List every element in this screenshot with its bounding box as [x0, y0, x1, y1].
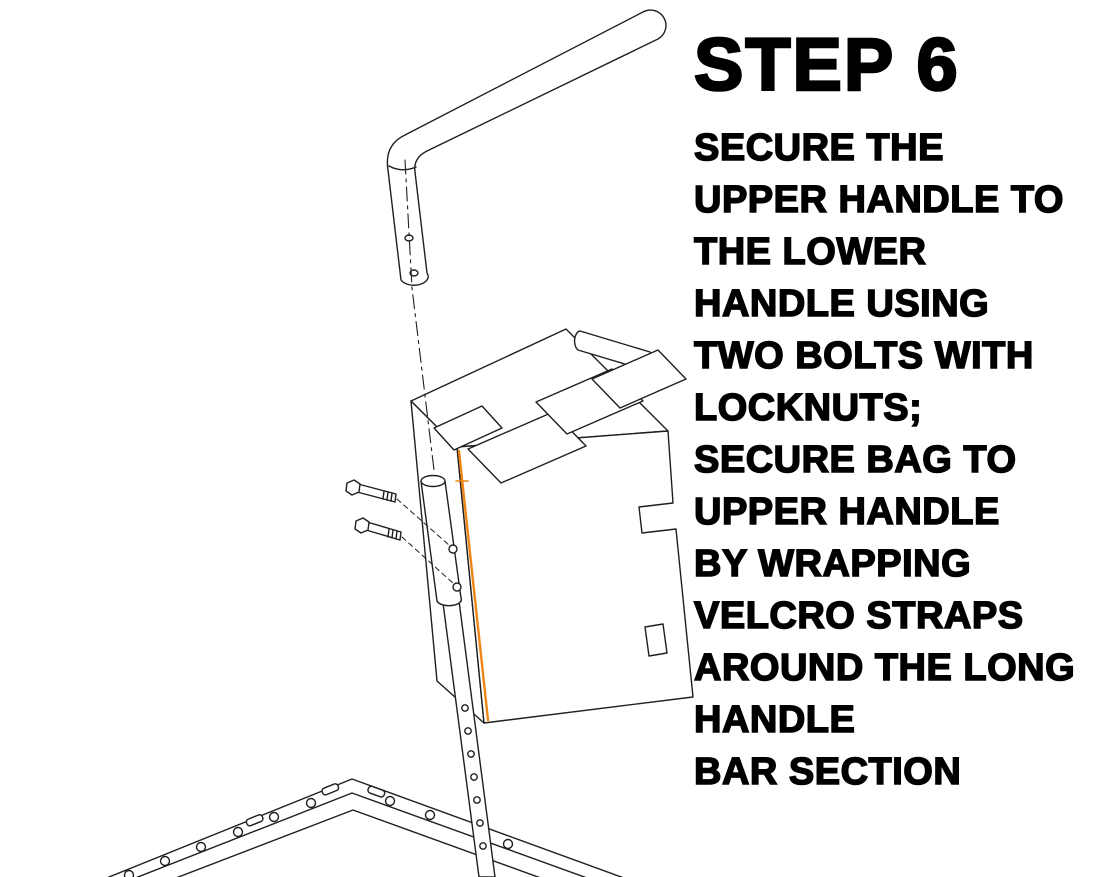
instruction-line: THE LOWER: [693, 230, 927, 274]
frame-slot: [367, 785, 386, 798]
frame-hole: [502, 838, 514, 850]
frame-hole: [195, 841, 207, 853]
hopper-frame: [107, 778, 624, 877]
bolt-lower: [354, 517, 455, 585]
frame-hole: [424, 809, 436, 821]
bag-flap: [433, 405, 503, 451]
handle-bolt-hole: [409, 269, 419, 277]
bolt-hole: [452, 582, 462, 592]
instruction-line: BY WRAPPING: [693, 542, 972, 586]
frame-slot: [245, 814, 264, 827]
lower-handle: [420, 474, 496, 877]
frame-outer-edge: [107, 778, 624, 877]
instruction-line: SECURE BAG TO: [693, 438, 1017, 482]
instruction-line: TWO BOLTS WITH: [693, 334, 1034, 378]
upper-handle: [386, 9, 667, 286]
instruction-line: UPPER HANDLE: [693, 490, 1000, 534]
bag-flap: [467, 411, 587, 484]
bar-hole: [470, 773, 478, 781]
lower-handle-top-opening: [420, 474, 446, 488]
frame-hole: [384, 795, 396, 807]
bar-hole: [467, 750, 475, 758]
instruction-panel: STEP 6 SECURE THE UPPER HANDLE TO THE LO…: [693, 23, 1105, 798]
bag-front-face: [456, 430, 694, 724]
frame-hole: [305, 797, 317, 809]
bolt-upper: [345, 479, 451, 547]
frame-hole: [268, 811, 280, 823]
bar-hole: [479, 842, 487, 850]
frame-flange-line: [135, 792, 587, 877]
bar-hole: [461, 704, 469, 712]
instruction-line: HANDLE: [693, 698, 856, 742]
instruction-text: SECURE THE UPPER HANDLE TO THE LOWER HAN…: [693, 122, 1105, 798]
bolt-threads: [382, 490, 393, 502]
velcro-strap-highlight: [455, 449, 490, 722]
bar-hole: [473, 796, 481, 804]
frame-slot: [321, 783, 340, 796]
alignment-center-line: [404, 159, 435, 471]
bolt-shaft: [356, 483, 397, 503]
bag-bottom-tab: [644, 623, 668, 657]
upper-handle-bend-seam: [388, 165, 417, 171]
lower-handle-sleeve: [420, 480, 463, 607]
bolt-leader-line: [401, 536, 455, 585]
diagram-linework: [107, 9, 694, 877]
strap-line: [457, 449, 490, 722]
frame-hole: [232, 826, 244, 838]
strap-cross-mark: [455, 474, 469, 488]
bolt-threads: [387, 528, 398, 540]
instruction-line: BAR SECTION: [693, 750, 962, 794]
upper-handle-tube: [386, 9, 667, 286]
frame-inner-edge: [176, 809, 541, 877]
bolt-head: [345, 479, 361, 496]
bolt-leader-line: [396, 498, 451, 547]
bolt-hole: [448, 544, 458, 554]
frame-hole: [123, 869, 135, 877]
bolt-head: [354, 517, 370, 534]
bag-flap: [591, 349, 687, 409]
frame-hole: [159, 855, 171, 867]
bar-hole: [476, 819, 484, 827]
instruction-line: HANDLE USING: [693, 282, 990, 326]
instruction-line: AROUND THE LONG: [693, 646, 1076, 690]
instruction-line: UPPER HANDLE TO: [693, 178, 1064, 222]
bar-hole: [464, 727, 472, 735]
instruction-line: SECURE THE: [693, 126, 944, 170]
assembly-diagram: [107, 9, 694, 877]
step-title: STEP 6: [693, 23, 960, 106]
instruction-line: LOCKNUTS;: [693, 386, 923, 430]
bolts: [345, 479, 455, 585]
instruction-line: VELCRO STRAPS: [693, 594, 1024, 638]
